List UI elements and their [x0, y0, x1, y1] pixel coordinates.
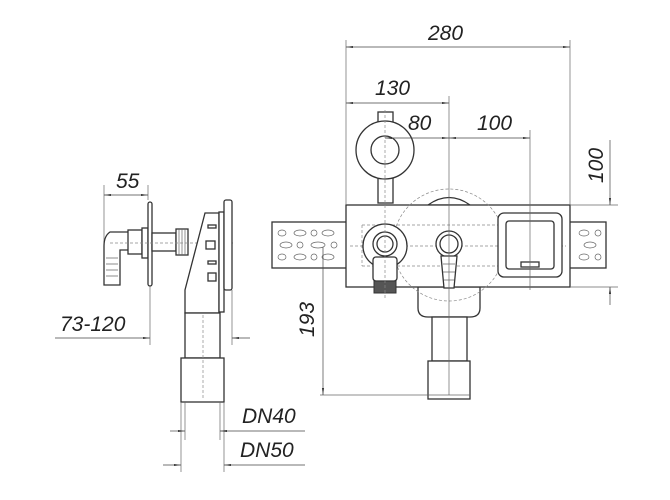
dimension-label-80: 80 [408, 112, 432, 135]
side-view: 55 73-120 DN40 [55, 170, 305, 472]
outlet-pipe [184, 312, 221, 359]
wall-plate [223, 199, 233, 291]
elbow-fitting [103, 231, 133, 286]
dimension-label-dn40: DN40 [242, 405, 296, 428]
dimension-label-100-horizontal: 100 [477, 112, 512, 135]
outlet-sleeve [180, 357, 225, 403]
dimension-label-280: 280 [427, 22, 463, 45]
dimension-label-193: 193 [296, 302, 319, 337]
front-view: 280 130 80 100 100 193 [271, 22, 618, 400]
nut [127, 229, 143, 255]
front-outlet-pipe [431, 316, 468, 362]
dimension-label-130: 130 [375, 77, 410, 100]
dimension-label-100-vertical: 100 [585, 148, 608, 183]
dimension-label-55: 55 [116, 170, 140, 193]
dimension-label-73-120: 73-120 [60, 313, 126, 336]
dimension-label-dn50: DN50 [240, 439, 294, 462]
